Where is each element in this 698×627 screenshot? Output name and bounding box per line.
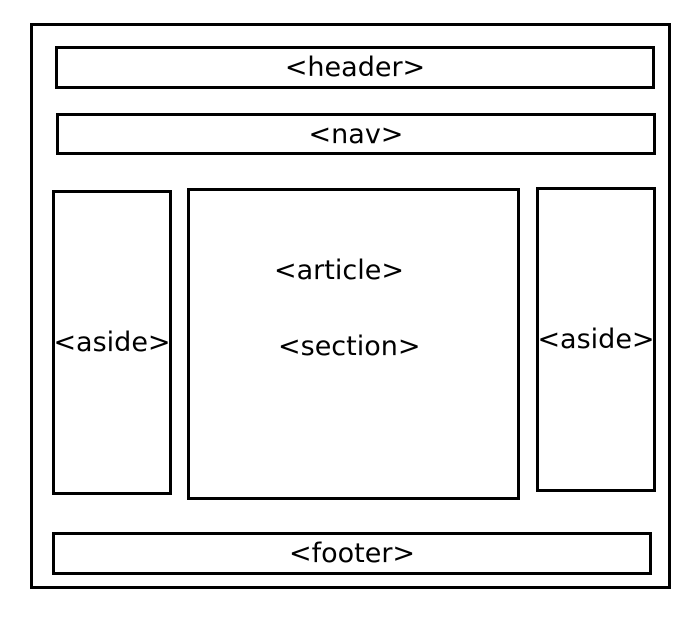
section-label: <section>	[278, 331, 421, 362]
nav-box: <nav>	[56, 113, 656, 155]
aside-right-box: <aside>	[536, 187, 656, 492]
footer-label: <footer>	[288, 538, 416, 569]
footer-box: <footer>	[52, 532, 652, 575]
header-label: <header>	[284, 52, 426, 83]
aside-left-box: <aside>	[52, 190, 172, 495]
header-box: <header>	[55, 46, 655, 89]
aside-left-label: <aside>	[53, 327, 171, 358]
aside-right-label: <aside>	[537, 324, 655, 355]
nav-label: <nav>	[308, 118, 404, 150]
article-label: <article>	[274, 255, 404, 286]
main-content-box: <article> <section>	[187, 188, 520, 500]
